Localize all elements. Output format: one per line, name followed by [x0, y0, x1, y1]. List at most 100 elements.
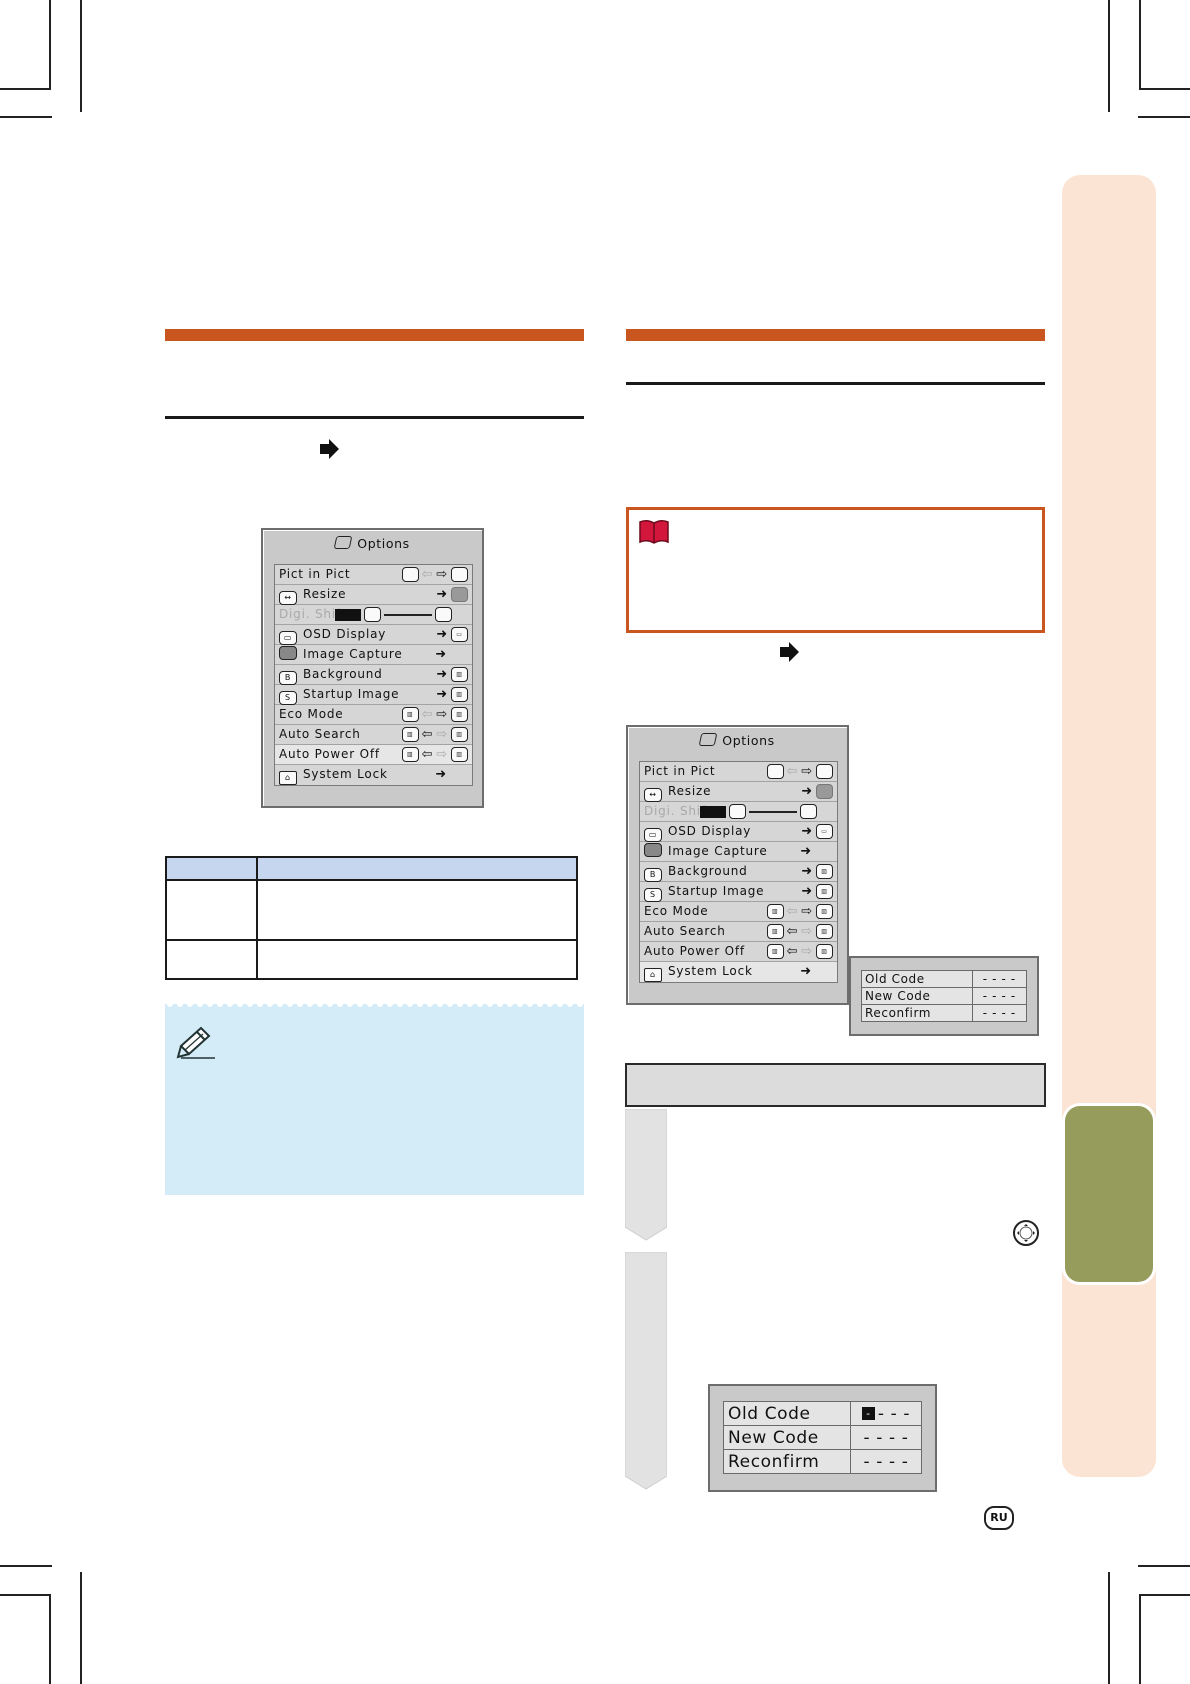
menu-item-label: Startup Image: [668, 884, 765, 898]
section-rule: [626, 382, 1045, 385]
on-icon: ▥: [401, 707, 419, 722]
step-2-tab: [625, 1252, 667, 1490]
procedure-header-bar: [625, 1063, 1046, 1107]
on-icon: ▥: [766, 904, 784, 919]
menu-item-label: System Lock: [303, 767, 388, 781]
crop-mark: [1139, 88, 1190, 90]
crop-mark: [1139, 0, 1141, 90]
menu-item-auto-power-off[interactable]: Auto Power Off ▥⇦⇨▥: [640, 942, 837, 962]
right-arrow-icon: [780, 642, 799, 662]
menu-item-system-lock[interactable]: ⌂System Lock ➜: [640, 962, 837, 982]
crop-mark: [80, 1572, 82, 1684]
menu-item-image-capture[interactable]: Image Capture ➜: [640, 842, 837, 862]
menu-item-label: Pict in Pict: [644, 764, 716, 778]
menu-item-resize[interactable]: ↔Resize ➜: [275, 585, 472, 605]
side-tab-active[interactable]: [1062, 1103, 1156, 1285]
menu-item-label: Auto Power Off: [644, 944, 745, 958]
startup-image-icon: S: [644, 888, 662, 902]
image-icon: [451, 587, 468, 602]
crop-mark: [0, 1565, 52, 1567]
image-capture-icon: [279, 646, 297, 660]
menu-item-label: Eco Mode: [279, 707, 344, 721]
menu-item-digi-shift: Digi. Shift: [275, 605, 472, 625]
off-icon: ▥: [451, 747, 468, 762]
step-1-tab: [625, 1109, 667, 1241]
menu-item-label: Auto Search: [644, 924, 726, 938]
startup-image-icon: S: [279, 691, 297, 705]
osd-display-icon: ▭: [279, 631, 297, 645]
menu-item-label: System Lock: [668, 964, 753, 978]
image-capture-icon: [644, 843, 662, 857]
menu-item-auto-power-off[interactable]: Auto Power Off ▥⇦⇨▥: [275, 745, 472, 765]
menu-item-osd-display[interactable]: ▭OSD Display ➜▭: [275, 625, 472, 645]
startup-state-icon: ▥: [451, 687, 468, 702]
code-cursor: -: [861, 1407, 875, 1420]
menu-item-resize[interactable]: ↔Resize ➜: [640, 782, 837, 802]
toggle-icon: [401, 567, 419, 582]
system-lock-icon: ⌂: [644, 968, 662, 982]
background-state-icon: ▥: [451, 667, 468, 682]
menu-item-label: Pict in Pict: [279, 567, 351, 581]
menu-item-pict-in-pict[interactable]: Pict in Pict ⇦⇨: [275, 565, 472, 585]
code-entry-box-small: Old Code- - - - New Code- - - - Reconfir…: [849, 956, 1039, 1036]
menu-item-pict-in-pict[interactable]: Pict in Pict ⇦⇨: [640, 762, 837, 782]
menu-item-label: Background: [303, 667, 383, 681]
menu-item-label: Resize: [303, 587, 347, 601]
code-value: - - -: [877, 1403, 911, 1424]
shift-up-icon: [435, 607, 452, 622]
crop-mark: [1139, 1594, 1141, 1684]
crop-mark: [0, 88, 51, 90]
settings-table: [165, 856, 578, 980]
language-badge: RU: [984, 1506, 1014, 1530]
crop-mark: [80, 0, 82, 112]
off-icon: ▥: [451, 707, 468, 722]
important-book-icon: [639, 519, 669, 544]
system-lock-icon: ⌂: [279, 771, 297, 785]
menu-item-osd-display[interactable]: ▭OSD Display ➜▭: [640, 822, 837, 842]
off-icon: ▥: [816, 924, 833, 939]
on-icon: ▥: [401, 747, 419, 762]
options-icon: [333, 536, 353, 549]
menu-item-label: OSD Display: [303, 627, 387, 641]
table-header-row: [165, 856, 578, 881]
code-row-new: New Code- - - -: [861, 987, 1028, 1005]
toggle-icon: [451, 567, 468, 582]
note-box: [165, 1002, 584, 1195]
menu-item-label: Image Capture: [303, 647, 403, 661]
menu-item-auto-search[interactable]: Auto Search ▥⇦⇨▥: [640, 922, 837, 942]
off-icon: ▥: [816, 944, 833, 959]
menu-item-eco-mode[interactable]: Eco Mode ▥⇦⇨▥: [640, 902, 837, 922]
shift-down-icon: [729, 804, 746, 819]
shift-down-icon: [364, 607, 381, 622]
osd-state-icon: ▭: [451, 627, 468, 642]
menu-item-image-capture[interactable]: Image Capture ➜: [275, 645, 472, 665]
crop-mark: [1138, 116, 1190, 118]
menu-item-system-lock[interactable]: ⌂System Lock ➜: [275, 765, 472, 785]
crop-mark: [1138, 1565, 1190, 1567]
menu-item-eco-mode[interactable]: Eco Mode ▥⇦⇨▥: [275, 705, 472, 725]
enter-button-icon: [1013, 1220, 1039, 1246]
off-icon: ▥: [451, 727, 468, 742]
menu-item-label: OSD Display: [668, 824, 752, 838]
menu-title: Options: [722, 733, 775, 748]
menu-item-label: Digi. Shift: [644, 804, 712, 818]
options-list: Pict in Pict ⇦⇨ ↔Resize ➜ Digi. Shift ▭ O…: [274, 564, 473, 786]
menu-item-label: Auto Search: [279, 727, 361, 741]
code-row-old: Old Code- - - -: [861, 970, 1028, 988]
crop-mark: [0, 1594, 51, 1596]
menu-item-label: Startup Image: [303, 687, 400, 701]
toggle-icon: [766, 764, 784, 779]
code-row-reconfirm: Reconfirm- - - -: [861, 1004, 1028, 1022]
on-icon: ▥: [766, 944, 784, 959]
resize-icon: ↔: [644, 788, 662, 802]
menu-item-auto-search[interactable]: Auto Search ▥⇦⇨▥: [275, 725, 472, 745]
section-header-bar: [626, 329, 1045, 341]
table-row: [165, 939, 578, 980]
background-state-icon: ▥: [816, 864, 833, 879]
menu-item-label: Eco Mode: [644, 904, 709, 918]
options-list: Pict in Pict ⇦⇨ ↔Resize ➜ Digi. Shift ▭O…: [639, 761, 838, 983]
